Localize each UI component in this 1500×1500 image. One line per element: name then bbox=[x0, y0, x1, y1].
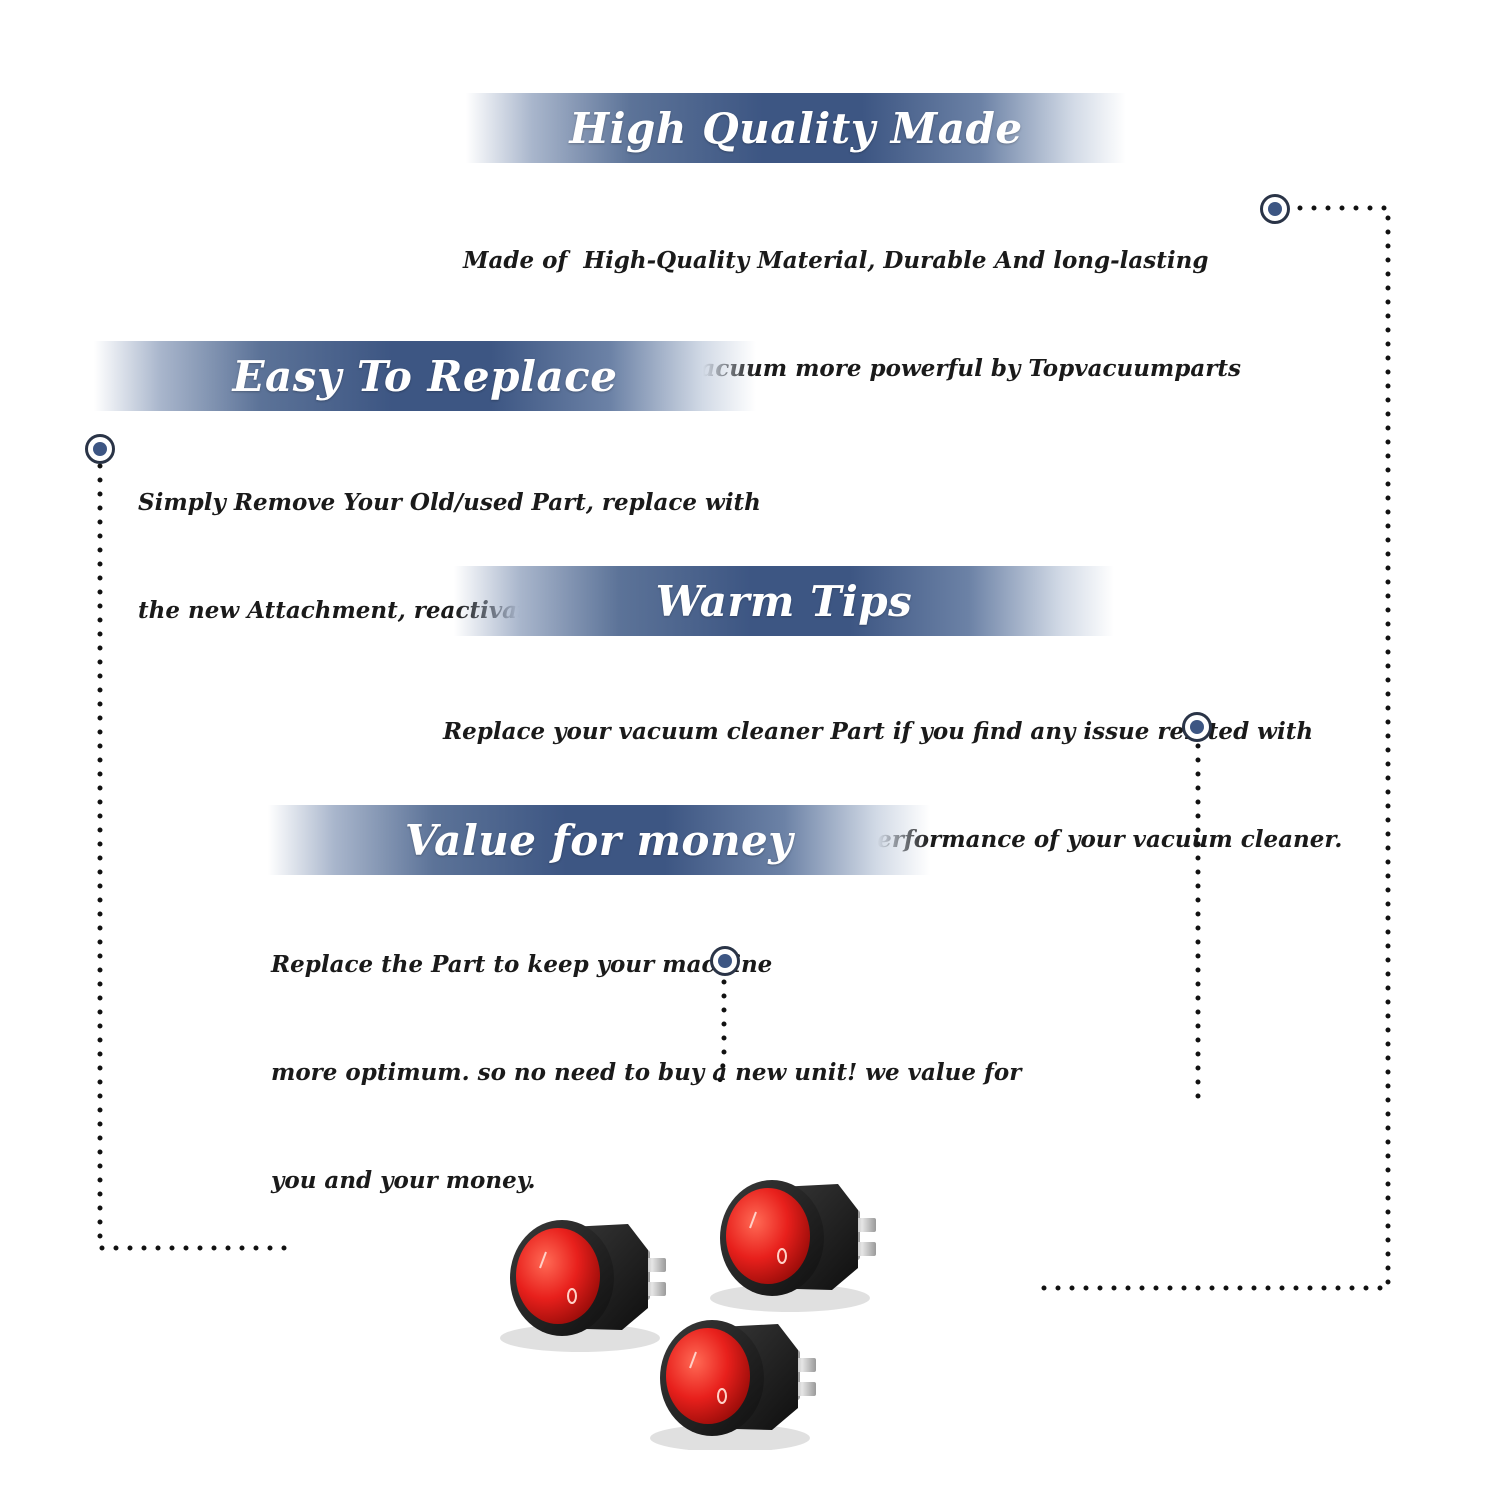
section-title: Easy To Replace bbox=[232, 351, 618, 401]
section-title: Value for money bbox=[404, 815, 794, 865]
rocker-switch bbox=[649, 1319, 817, 1450]
description-line: Simply Remove Your Old/used Part, replac… bbox=[138, 489, 761, 516]
bullet-marker-icon bbox=[1182, 712, 1212, 742]
rocker-switch bbox=[499, 1219, 667, 1353]
rocker-switch bbox=[709, 1179, 877, 1313]
section-title: High Quality Made bbox=[569, 103, 1023, 153]
banner-easy-replace: Easy To Replace bbox=[94, 341, 756, 411]
description-line: you and your money. bbox=[271, 1167, 536, 1194]
description-line: Made of High-Quality Material, Durable A… bbox=[463, 247, 1209, 274]
banner-warm-tips: Warm Tips bbox=[454, 566, 1114, 636]
section-description: Replace the Part to keep your machine mo… bbox=[271, 875, 1021, 1235]
banner-value-for-money: Value for money bbox=[268, 805, 930, 875]
connector-high-quality bbox=[1037, 205, 1391, 1291]
banner-high-quality: High Quality Made bbox=[466, 93, 1126, 163]
bullet-marker-icon bbox=[710, 946, 740, 976]
connector-value bbox=[715, 979, 727, 1093]
description-line: Replace the Part to keep your machine bbox=[271, 951, 773, 978]
section-title: Warm Tips bbox=[655, 576, 913, 626]
description-line: Replace your vacuum cleaner Part if you … bbox=[443, 718, 1314, 745]
bullet-marker-icon bbox=[85, 434, 115, 464]
description-line: more optimum. so no need to buy a new un… bbox=[271, 1059, 1022, 1086]
bullet-marker-icon bbox=[1260, 194, 1290, 224]
connector-easy-replace bbox=[97, 463, 299, 1251]
product-image bbox=[499, 1179, 877, 1450]
